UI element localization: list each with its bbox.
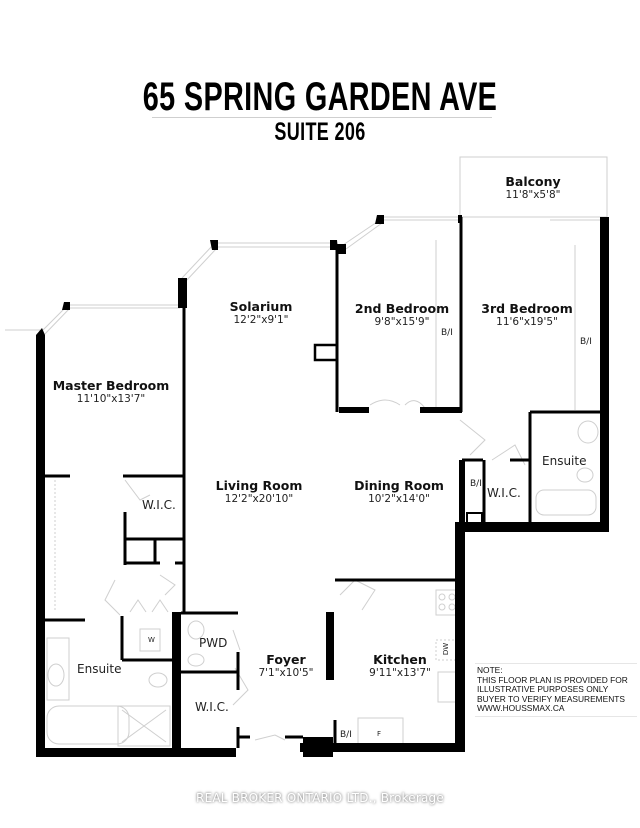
walk-in-closet-label-master: W.I.C. xyxy=(142,498,176,512)
room-name: Dining Room xyxy=(354,478,444,493)
powder-room-label: PWD xyxy=(199,636,228,650)
disclaimer-note: NOTE: THIS FLOOR PLAN IS PROVIDED FOR IL… xyxy=(475,663,637,717)
room-name: Foyer xyxy=(266,652,306,667)
room-dimensions: 7'1"x10'5" xyxy=(258,667,314,679)
ensuite-label-3rd-bedroom: Ensuite xyxy=(542,454,587,468)
walk-in-closet-label-foyer: W.I.C. xyxy=(195,700,229,714)
room-solarium: Solarium 12'2"x9'1" xyxy=(230,299,293,327)
room-dimensions: 10'2"x14'0" xyxy=(368,493,430,505)
room-kitchen: Kitchen 9'11"x13'7" xyxy=(369,652,431,680)
room-foyer: Foyer 7'1"x10'5" xyxy=(258,652,313,680)
built-in-label-kitchen: B/I xyxy=(340,730,352,740)
room-dimensions: 9'11"x13'7" xyxy=(369,667,431,679)
room-dimensions: 9'8"x15'9" xyxy=(374,316,430,328)
room-dimensions: 12'2"x20'10" xyxy=(224,493,294,505)
dishwasher-label: DW xyxy=(442,642,451,656)
note-line: THIS FLOOR PLAN IS PROVIDED FOR xyxy=(477,674,628,685)
built-in-label-3rd-bedroom: B/I xyxy=(580,337,592,347)
room-dimensions: 11'8"x5'8" xyxy=(505,189,561,201)
room-dimensions: 11'10"x13'7" xyxy=(76,393,146,405)
room-dimensions: 12'2"x9'1" xyxy=(233,314,289,326)
built-in-label-hall: B/I xyxy=(470,479,482,489)
room-name: Solarium xyxy=(229,299,293,314)
fixtures-layer xyxy=(5,156,608,749)
note-line: BUYER TO VERIFY MEASUREMENTS xyxy=(477,693,625,704)
room-dimensions: 11'6"x19'5" xyxy=(496,316,558,328)
room-name: Balcony xyxy=(505,174,561,189)
fridge-label: F xyxy=(377,730,382,738)
room-name: 2nd Bedroom xyxy=(354,301,450,316)
room-2nd-bedroom: 2nd Bedroom 9'8"x15'9" xyxy=(355,301,449,329)
room-name: Living Room xyxy=(215,478,303,493)
brokerage-watermark: REAL BROKER ONTARIO LTD., Brokerage xyxy=(196,791,444,805)
address-title: 65 SPRING GARDEN AVE xyxy=(142,75,498,119)
ensuite-label-master: Ensuite xyxy=(77,662,122,676)
walk-in-closet-label-3rd-bedroom: W.I.C. xyxy=(487,486,521,500)
room-name: Kitchen xyxy=(373,652,427,667)
title-divider xyxy=(152,117,492,118)
built-in-label-2nd-bedroom: B/I xyxy=(441,328,453,338)
room-name: Master Bedroom xyxy=(52,378,170,393)
room-dining-room: Dining Room 10'2"x14'0" xyxy=(354,478,444,506)
note-heading: NOTE: xyxy=(477,665,503,675)
room-3rd-bedroom: 3rd Bedroom 11'6"x19'5" xyxy=(481,301,572,329)
interior-walls-layer xyxy=(45,217,600,757)
room-living-room: Living Room 12'2"x20'10" xyxy=(216,478,303,506)
washer-label: W xyxy=(148,636,155,644)
note-website: WWW.HOUSSMAX.CA xyxy=(477,703,565,713)
note-line: ILLUSTRATIVE PURPOSES ONLY xyxy=(477,684,609,694)
walls-layer xyxy=(36,215,609,757)
room-name: 3rd Bedroom xyxy=(481,301,573,316)
suite-subtitle: SUITE 206 xyxy=(274,118,366,146)
room-balcony: Balcony 11'8"x5'8" xyxy=(505,174,560,202)
room-master-bedroom: Master Bedroom 11'10"x13'7" xyxy=(53,378,170,406)
